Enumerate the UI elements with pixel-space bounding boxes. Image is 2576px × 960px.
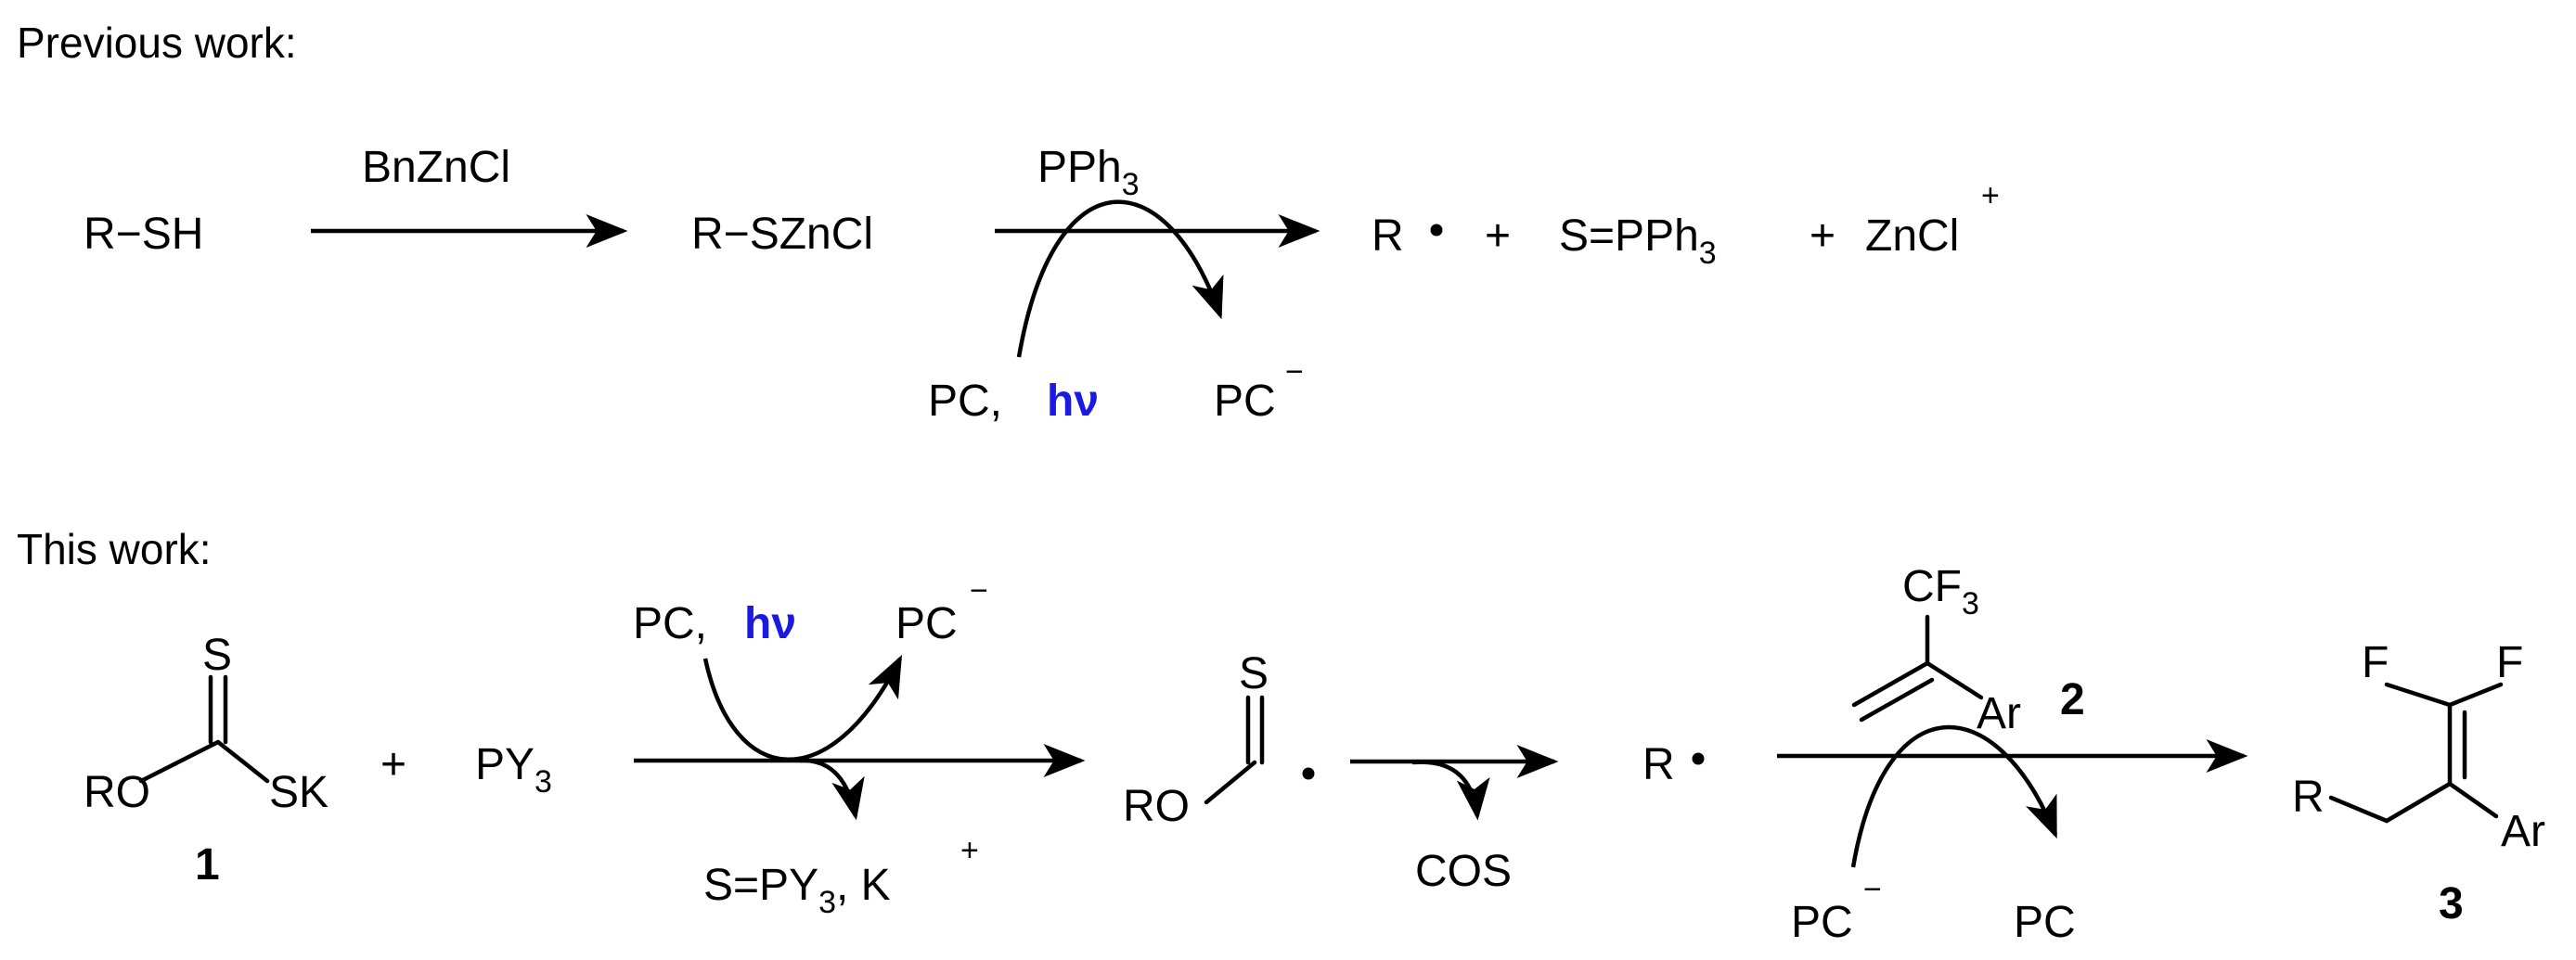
photocatalyst-regenerated: PC — [2014, 898, 2076, 947]
photocatalyst-curved-arrow — [1016, 199, 1224, 358]
photocatalyst-start-2: PC, hν — [633, 599, 796, 648]
radical-dot-2 — [1302, 767, 1315, 780]
alkyl-radical-r: R — [1372, 211, 1404, 261]
svg-text:Ar: Ar — [2501, 807, 2545, 856]
compound-label-1: 1 — [195, 840, 220, 890]
heading-this-work: This work: — [17, 525, 212, 573]
thiol-reactant: R−SH — [84, 210, 203, 259]
svg-text:PPh3: PPh3 — [1037, 143, 1140, 202]
svg-text:−: − — [970, 573, 988, 608]
svg-text:S=PPh3: S=PPh3 — [1559, 211, 1717, 271]
heading-previous-work: Previous work: — [17, 19, 297, 67]
gem-difluoroalkene-product-3: F F R Ar 3 — [2292, 638, 2545, 928]
photocatalyst-reduced-2: PC − — [895, 573, 988, 648]
radical-dot — [1430, 224, 1443, 237]
reagent-pph3: PPh3 — [1037, 143, 1140, 202]
light-hv-label-2: hν — [744, 599, 796, 648]
previous-work-scheme: R−SH BnZnCl R−SZnCl PPh3 PC, hν PC − R +… — [84, 143, 2000, 426]
svg-text:RO: RO — [84, 768, 150, 817]
svg-text:PC: PC — [1791, 898, 1853, 947]
photocatalyst-reduced: PC − — [1214, 354, 1304, 426]
trifluoromethyl-alkene-2: CF3 Ar 2 — [1851, 562, 2085, 738]
reagent-bnzncl: BnZnCl — [362, 143, 510, 192]
photocatalyst-reduced-3: PC − — [1791, 872, 1882, 947]
byproduct-curved-arrow — [799, 758, 865, 821]
this-work-scheme: RO S SK 1 + PY3 PC, hν PC − S=PY3, K + — [84, 562, 2545, 947]
svg-text:RO: RO — [1123, 782, 1190, 831]
cos-byproduct: COS — [1415, 847, 1512, 896]
svg-text:PC,: PC, — [633, 599, 707, 648]
byproduct-sppph3: S=PPh3 — [1559, 211, 1717, 271]
photocatalyst-start: PC, hν — [928, 377, 1099, 426]
byproduct-zncl-cation: ZnCl + — [1865, 178, 2000, 261]
photocatalyst-curved-arrow-2 — [702, 654, 903, 762]
xanthate-compound-1: RO S SK 1 — [84, 631, 328, 890]
zinc-thiolate-intermediate: R−SZnCl — [691, 210, 873, 259]
light-hv-label: hν — [1047, 377, 1099, 426]
svg-text:F: F — [2496, 638, 2523, 687]
alkoxythiocarbonyl-radical: S RO — [1123, 649, 1315, 831]
svg-text:Ar: Ar — [1977, 689, 2021, 738]
svg-text:PC: PC — [895, 599, 958, 648]
svg-text:PC: PC — [1214, 377, 1276, 426]
svg-text:S: S — [1239, 649, 1269, 698]
compound-label-2: 2 — [2060, 675, 2085, 724]
svg-text:+: + — [960, 833, 979, 868]
svg-text:PC,: PC, — [928, 377, 1002, 426]
svg-text:F: F — [2362, 638, 2389, 687]
photocatalyst-curved-arrow-3 — [1850, 724, 2058, 868]
svg-text:SK: SK — [269, 768, 328, 817]
svg-text:S=PY3, K: S=PY3, K — [703, 861, 891, 920]
svg-text:S: S — [202, 631, 232, 680]
svg-text:CF3: CF3 — [1902, 562, 1979, 621]
cos-curved-arrow — [1411, 760, 1490, 821]
plus-sign-2: + — [1810, 211, 1835, 261]
svg-text:−: − — [1863, 872, 1882, 907]
svg-text:R: R — [2292, 773, 2325, 822]
byproduct-spy3-k: S=PY3, K + — [703, 833, 979, 920]
svg-text:PY3: PY3 — [475, 740, 552, 800]
compound-label-3: 3 — [2439, 879, 2464, 928]
svg-text:−: − — [1285, 354, 1304, 390]
plus-sign-1: + — [1485, 211, 1511, 261]
alkyl-radical-r-2: R — [1642, 740, 1675, 789]
svg-text:+: + — [1981, 178, 2000, 213]
plus-sign-3: + — [380, 740, 406, 789]
radical-dot-3 — [1692, 752, 1705, 765]
reagent-py3: PY3 — [475, 740, 552, 800]
svg-text:ZnCl: ZnCl — [1865, 211, 1959, 261]
